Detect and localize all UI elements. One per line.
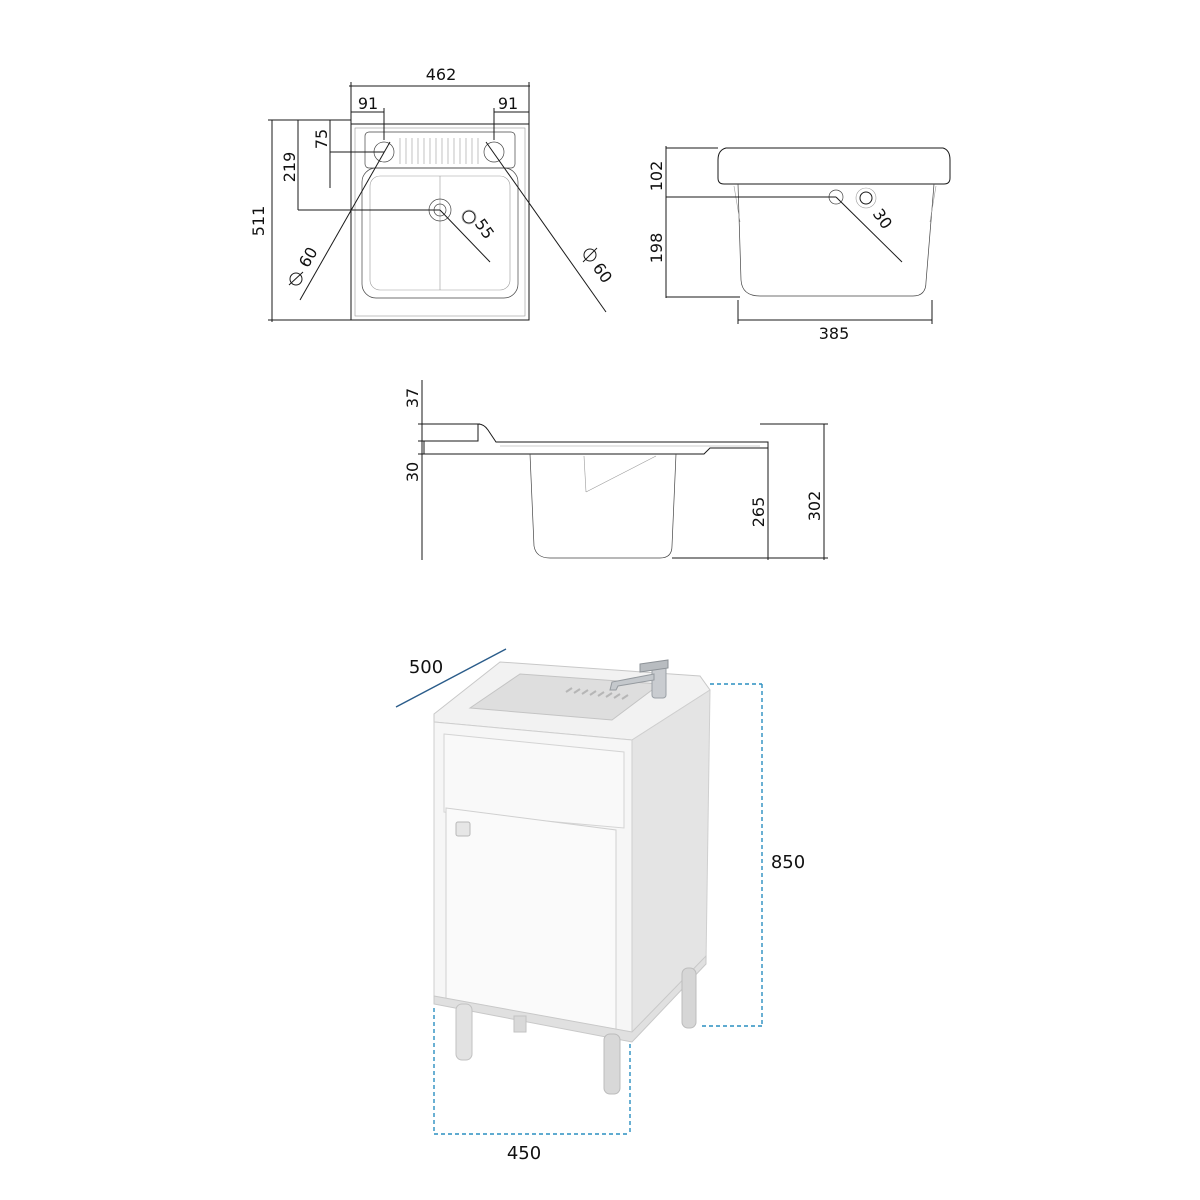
side-top-rim bbox=[423, 423, 769, 455]
basin-outline bbox=[361, 167, 519, 299]
dim-offset-right-91: 91 bbox=[498, 94, 518, 113]
front-rim bbox=[717, 147, 951, 185]
dim-line-500 bbox=[395, 648, 507, 708]
dim-offset-left-91: 91 bbox=[358, 94, 378, 113]
washboard bbox=[364, 131, 516, 169]
dim-302: 302 bbox=[805, 491, 824, 522]
dim-width-462: 462 bbox=[426, 65, 457, 84]
dim-102: 102 bbox=[647, 161, 666, 192]
diameter-60-left: 60 bbox=[288, 244, 322, 286]
diameter-60-right: 60 bbox=[582, 247, 616, 287]
front-basin bbox=[737, 183, 935, 297]
svg-text:30: 30 bbox=[869, 205, 896, 233]
dim-198: 198 bbox=[647, 233, 666, 264]
dim-850: 850 bbox=[771, 852, 805, 873]
leg-front-left bbox=[455, 1003, 473, 1061]
faucet bbox=[609, 659, 669, 699]
top-view-outline bbox=[350, 123, 530, 321]
cabinet-illustration: 500 850 450 bbox=[395, 648, 805, 1164]
side-basin bbox=[529, 453, 677, 559]
tap-hole-right bbox=[483, 141, 505, 163]
dim-450: 450 bbox=[507, 1143, 541, 1164]
dim-219: 219 bbox=[280, 152, 299, 183]
side-view: 37 30 265 302 bbox=[403, 380, 828, 560]
dim-265: 265 bbox=[749, 497, 768, 528]
dim-37: 37 bbox=[403, 388, 422, 408]
front-view: 102 198 385 30 bbox=[647, 146, 951, 343]
dim-385: 385 bbox=[819, 324, 850, 343]
dim-depth-511: 511 bbox=[249, 206, 268, 237]
cabinet-door bbox=[445, 807, 617, 1035]
svg-text:60: 60 bbox=[589, 259, 616, 287]
svg-text:60: 60 bbox=[295, 244, 322, 271]
cabinet-side-panel bbox=[631, 689, 711, 1042]
dim-500: 500 bbox=[409, 657, 443, 678]
top-view: 462 91 91 511 219 75 60 60 55 bbox=[249, 65, 616, 322]
leg-back-right bbox=[681, 967, 697, 1029]
diameter-55: 55 bbox=[462, 210, 498, 243]
dim-30: 30 bbox=[403, 462, 422, 482]
door-handle bbox=[455, 821, 471, 837]
leg-front-right bbox=[603, 1033, 621, 1095]
dim-75: 75 bbox=[312, 129, 331, 149]
